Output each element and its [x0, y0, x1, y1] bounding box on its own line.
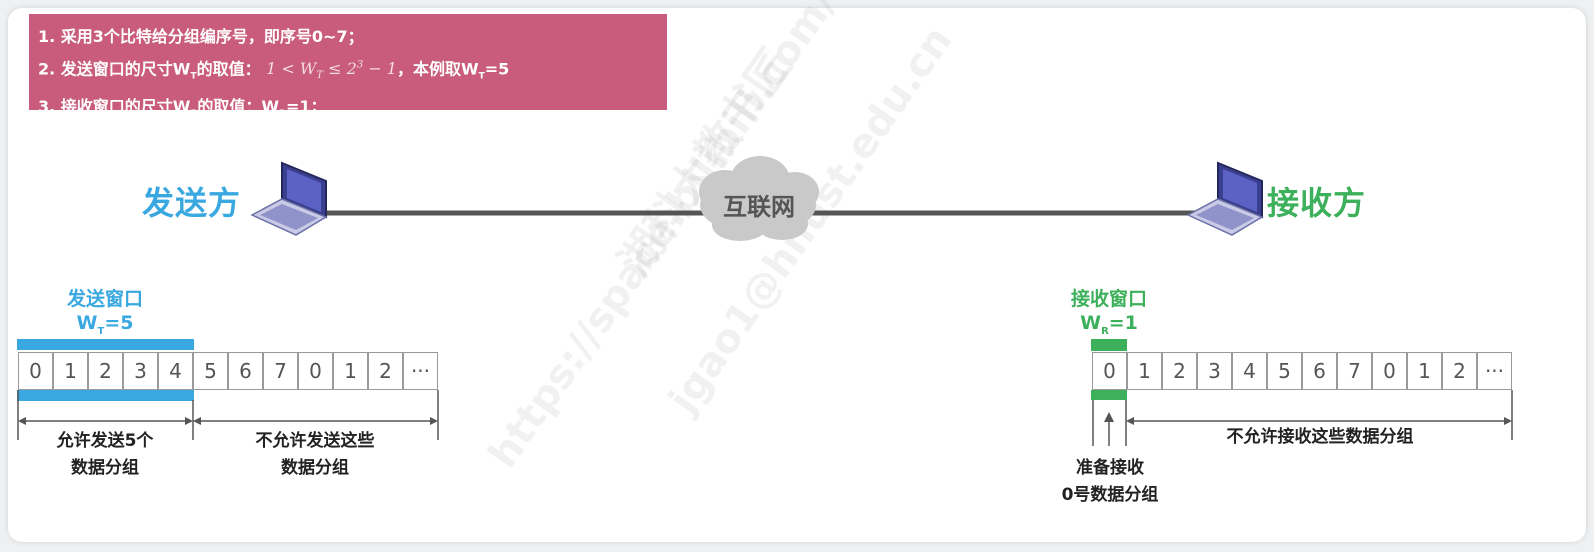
- receiver-seq-cell: 2: [1442, 352, 1477, 390]
- receiver-seq-cell: ···: [1477, 352, 1512, 390]
- window-size-formula: 1 < WT ≤ 23 − 1: [266, 59, 397, 82]
- receiver-laptop-icon: [1186, 161, 1264, 236]
- note-line-2: 2. 发送窗口的尺寸WT的取值： 1 < WT ≤ 23 − 1，本例取WT=5: [38, 59, 510, 82]
- receiver-window-title: 接收窗口: [1070, 288, 1147, 310]
- receiver-seq-cell: 3: [1197, 352, 1232, 390]
- sender-window-bottom-bar: [17, 390, 194, 401]
- sender-seq-cell: 5: [193, 352, 228, 390]
- note-line-3: 3. 接收窗口的尺寸WR的取值：WR=1；: [38, 96, 327, 119]
- sender-laptop-icon: [250, 161, 328, 236]
- sender-seq-cell: 0: [18, 352, 53, 390]
- sender-seq-cell: 4: [158, 352, 193, 390]
- receiver-seq-cell: 2: [1162, 352, 1197, 390]
- receiver-seq-cell: 0: [1092, 352, 1127, 390]
- receiver-brackets: [1092, 390, 1513, 446]
- receiver-label: 接收方: [1267, 184, 1367, 222]
- receiver-seq-cell: 0: [1372, 352, 1407, 390]
- sender-window-top-bar: [17, 339, 194, 350]
- sender-seq-cell: 7: [263, 352, 298, 390]
- sender-seq-cell: 2: [368, 352, 403, 390]
- sender-label: 发送方: [142, 184, 242, 222]
- receiver-seq-cell: 7: [1337, 352, 1372, 390]
- sender-window-title: 发送窗口: [66, 288, 143, 310]
- sender-seq-cell: 1: [53, 352, 88, 390]
- sender-seq-cell: 2: [88, 352, 123, 390]
- receiver-window-top-bar: [1091, 339, 1127, 351]
- receiver-seq-cell: 4: [1232, 352, 1267, 390]
- internet-cloud-icon: [699, 156, 819, 241]
- internet-label: 互联网: [723, 193, 795, 221]
- notes-box: 1. 采用3个比特给分组编序号，即序号0~7； 2. 发送窗口的尺寸WT的取值：…: [29, 14, 667, 119]
- receiver-window-bottom-bar: [1091, 390, 1127, 400]
- receiver-seq-cell: 5: [1267, 352, 1302, 390]
- receiver-ready-caption: 准备接收 0号数据分组: [1061, 458, 1159, 505]
- receiver-window-size: WR=1: [1080, 312, 1138, 337]
- sender-allowed-caption: 允许发送5个 数据分组: [56, 431, 154, 478]
- sender-seq-cell: 1: [333, 352, 368, 390]
- note-line-1: 1. 采用3个比特给分组编序号，即序号0~7；: [38, 27, 364, 46]
- sender-not-allowed-caption: 不允许发送这些 数据分组: [255, 431, 375, 478]
- sender-brackets: [17, 390, 439, 440]
- receiver-not-allowed-caption: 不允许接收这些数据分组: [1226, 427, 1414, 447]
- sender-seq-cell: 3: [123, 352, 158, 390]
- sender-window-size: WT=5: [76, 312, 134, 337]
- sender-seq-cell: 6: [228, 352, 263, 390]
- receiver-seq-cell: 1: [1127, 352, 1162, 390]
- sender-seq-cell: ···: [403, 352, 438, 390]
- receiver-seq-cell: 1: [1407, 352, 1442, 390]
- receiver-seq-cell: 6: [1302, 352, 1337, 390]
- sender-seq-cell: 0: [298, 352, 333, 390]
